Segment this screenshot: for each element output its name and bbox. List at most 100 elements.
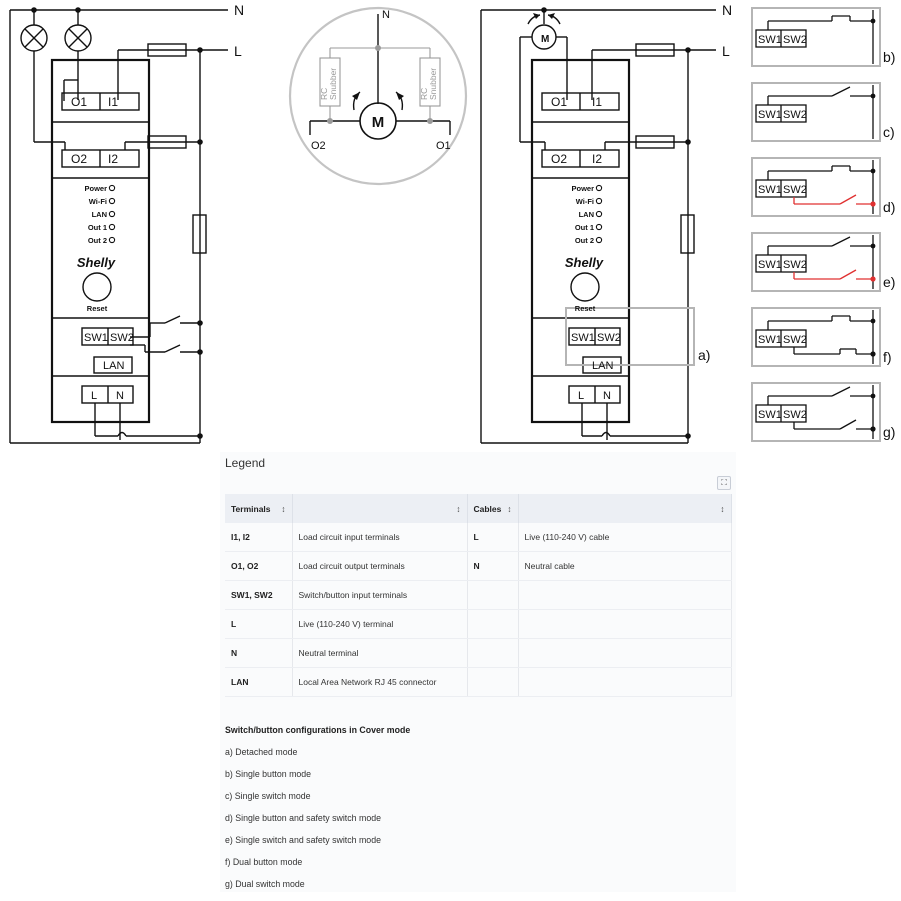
cover-mode-title: Switch/button configurations in Cover mo… <box>225 725 411 735</box>
config-panel-label: d) <box>883 199 895 215</box>
l-terminal: L <box>91 390 97 402</box>
cable-cell <box>467 609 519 639</box>
circle-n-label: N <box>382 9 390 21</box>
right-motor-symbol: M <box>541 34 549 45</box>
header-cable-description[interactable]: ↕ <box>518 494 732 523</box>
right-l-terminal: L <box>578 390 584 402</box>
led-out2: Out 2 <box>88 236 107 245</box>
expand-icon[interactable]: ⛶ <box>717 476 731 490</box>
cable-description-cell: Neutral cable <box>518 551 732 581</box>
right-shelly-logo: Shelly <box>565 255 604 270</box>
l-label: L <box>234 43 242 59</box>
config-panel-label: f) <box>883 349 892 365</box>
right-o1-terminal: O1 <box>551 95 567 109</box>
sw2-terminal: SW2 <box>783 259 807 271</box>
terminal-cell: L <box>225 609 293 639</box>
snubber-right-label: Snubber <box>428 68 438 100</box>
right-led-power: Power <box>571 184 594 193</box>
header-cables[interactable]: Cables↕ <box>467 494 519 523</box>
header-terminals[interactable]: Terminals↕ <box>225 494 293 523</box>
sw1-terminal: SW1 <box>84 332 108 344</box>
config-panel-label: e) <box>883 274 895 290</box>
wiring-diagram: N L O1 I1 O2 I2 SW1 SW2 LAN L N Power Wi… <box>9 2 895 444</box>
cable-cell: L <box>467 523 519 552</box>
n-label: N <box>234 2 244 18</box>
sw1-terminal: SW1 <box>758 409 782 421</box>
sw2-terminal: SW2 <box>110 332 134 344</box>
list-item: f) Dual button mode <box>225 857 303 867</box>
motor-detail-circle: M N O2 O1 RC Snubber RC Snubber <box>288 6 468 186</box>
header-terminal-description[interactable]: ↕ <box>292 494 468 523</box>
legend-header-row: Terminals↕ ↕ Cables↕ ↕ <box>225 494 732 523</box>
config-panel-label: c) <box>883 124 895 140</box>
sw1-terminal: SW1 <box>758 184 782 196</box>
sw2-terminal: SW2 <box>783 409 807 421</box>
right-led-wifi: Wi-Fi <box>576 197 594 206</box>
cable-description-cell <box>518 638 732 668</box>
right-led-lan: LAN <box>579 210 594 219</box>
led-wifi: Wi-Fi <box>89 197 107 206</box>
sw1-terminal: SW1 <box>758 34 782 46</box>
list-item: d) Single button and safety switch mode <box>225 813 381 823</box>
led-out1: Out 1 <box>88 223 107 232</box>
snubber-left-rc: RC <box>319 88 329 100</box>
cable-description-cell <box>518 667 732 697</box>
led-lan: LAN <box>92 210 107 219</box>
sw2-terminal: SW2 <box>783 334 807 346</box>
snubber-left-label: Snubber <box>328 68 338 100</box>
terminal-cell: I1, I2 <box>225 523 293 552</box>
terminal-cell: LAN <box>225 667 293 697</box>
legend-title: Legend <box>225 456 266 470</box>
lan-port: LAN <box>103 360 124 372</box>
circle-o1-label: O1 <box>436 140 451 152</box>
cable-description-cell: Live (110-240 V) cable <box>518 523 732 552</box>
list-item: b) Single button mode <box>225 769 312 779</box>
right-lan-port: LAN <box>592 360 613 372</box>
o1-terminal: O1 <box>71 95 87 109</box>
reset-label: Reset <box>87 304 108 313</box>
sort-icon[interactable]: ↕ <box>507 503 512 514</box>
terminal-description-cell: Neutral terminal <box>292 638 468 668</box>
right-led-out2: Out 2 <box>575 236 594 245</box>
sw2-terminal: SW2 <box>783 184 807 196</box>
sort-icon[interactable]: ↕ <box>281 503 286 514</box>
list-item: e) Single switch and safety switch mode <box>225 835 381 845</box>
o2-terminal: O2 <box>71 152 87 166</box>
cover-mode-list: Switch/button configurations in Cover mo… <box>225 720 410 896</box>
right-i1-terminal: I1 <box>592 95 602 109</box>
config-panel-label: b) <box>883 49 895 65</box>
circle-o2-label: O2 <box>311 140 326 152</box>
right-sw2-terminal: SW2 <box>597 332 621 344</box>
i1-terminal: I1 <box>108 95 118 109</box>
cable-description-cell <box>518 609 732 639</box>
cable-cell <box>467 580 519 610</box>
right-led-out1: Out 1 <box>575 223 594 232</box>
sw2-terminal: SW2 <box>783 109 807 121</box>
terminal-cell: O1, O2 <box>225 551 293 581</box>
right-l-label: L <box>722 43 730 59</box>
cable-description-cell <box>518 580 732 610</box>
led-power: Power <box>84 184 107 193</box>
n-terminal: N <box>116 390 124 402</box>
terminal-description-cell: Load circuit input terminals <box>292 523 468 552</box>
sort-icon[interactable]: ↕ <box>456 503 461 514</box>
right-n-terminal: N <box>603 390 611 402</box>
motor-symbol: M <box>372 114 385 131</box>
sw1-terminal: SW1 <box>758 259 782 271</box>
sw1-terminal: SW1 <box>758 334 782 346</box>
sw2-terminal: SW2 <box>783 34 807 46</box>
right-reset-label: Reset <box>575 304 596 313</box>
terminal-description-cell: Live (110-240 V) terminal <box>292 609 468 639</box>
sort-icon[interactable]: ↕ <box>720 503 725 514</box>
